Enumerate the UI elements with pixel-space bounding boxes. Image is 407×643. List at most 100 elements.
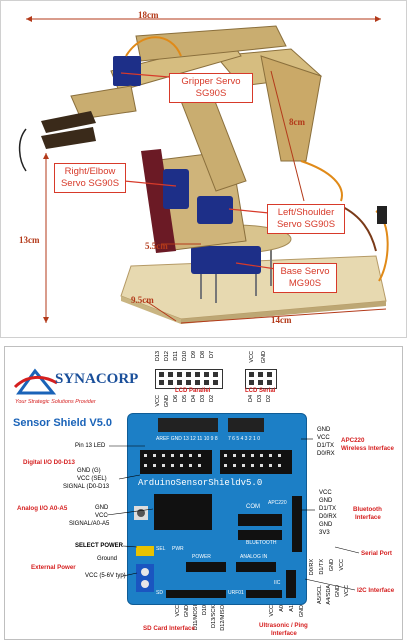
serial-pin-rx: D0/RX xyxy=(309,559,315,576)
bt-pin-tx: D1/TX xyxy=(319,506,337,512)
dim-gap: 5.5cm xyxy=(145,241,168,251)
dim-arm: 8cm xyxy=(289,117,305,127)
board-text-right-top: 7 6 5 4 3 2 1 0 xyxy=(228,436,260,442)
us-pin-vcc: VCC xyxy=(269,605,275,617)
pin-label-d2: D2 xyxy=(209,395,215,403)
apc220-title: APC220 xyxy=(341,437,365,444)
bt-pin-rx: D0/RX xyxy=(319,514,337,520)
label-digital-io: Digital I/O D0-D13 xyxy=(23,459,75,466)
lcd-serial-header xyxy=(245,369,277,389)
bt-pin-3v3: 3V3 xyxy=(319,530,330,536)
logo-mark-icon xyxy=(13,368,58,395)
bt-pin-gnd2: GND xyxy=(319,522,333,528)
callout-gripper-line2: SG90S xyxy=(195,88,227,99)
sensor-shield-diagram: SYNACORP Your Strategic Solutions Provid… xyxy=(4,346,403,640)
board-text-bluetooth: BLUETOOTH xyxy=(246,540,277,546)
pin-label-d12: D12 xyxy=(164,351,170,362)
callout-base-line1: Base Servo xyxy=(280,266,330,277)
label-ground: Ground xyxy=(97,556,118,562)
serial-pin-vcc: VCC xyxy=(339,559,345,571)
sd-card-interface-label: SD Card Interface xyxy=(143,625,195,632)
i2c-pin-scl: A5/SCL xyxy=(317,585,323,604)
i2c-pin-vcc: VCC xyxy=(344,585,350,597)
serial-label-vcc: VCC xyxy=(249,351,255,363)
pin-label-vcc: VCC xyxy=(155,395,161,407)
label-analog-gnd: GND xyxy=(95,505,109,511)
sensor-shield-board: AREF GND 13 12 11 10 9 8 7 6 5 4 3 2 1 0… xyxy=(127,413,307,605)
pin-label-gnd: GND xyxy=(164,395,170,408)
synacorp-logo: SYNACORP Your Strategic Solutions Provid… xyxy=(13,367,138,409)
serial-port-label: Serial Port xyxy=(361,550,392,557)
sd-pin-miso: D12/MISO xyxy=(220,605,226,631)
callout-gripper-line1: Gripper Servo xyxy=(181,76,241,87)
us-pin-gnd: GND xyxy=(299,605,305,618)
pin-label-d3: D3 xyxy=(200,395,206,403)
lcd-parallel-label: LCD Parallel xyxy=(175,388,211,394)
pin-label-d6: D6 xyxy=(173,395,179,403)
pin-label-d4: D4 xyxy=(191,395,197,403)
bt-pin-gnd: GND xyxy=(319,498,333,504)
lcd-serial-label: LCD Serial xyxy=(245,388,276,394)
label-digital-signal: SIGNAL (D0-D13 xyxy=(63,484,110,490)
logo-tagline: Your Strategic Solutions Provider xyxy=(15,399,96,405)
bluetooth-title: Bluetooth xyxy=(353,506,382,513)
dim-height-left: 13cm xyxy=(19,235,40,245)
serial-label-d4: D4 xyxy=(248,395,254,403)
sd-pin-d10: D10 xyxy=(202,605,208,616)
apc-pin-gnd: GND xyxy=(317,427,331,433)
sd-pin-vcc: VCC xyxy=(175,605,181,617)
callout-right-elbow-line1: Right/Elbow xyxy=(64,166,116,177)
serial-label-d3: D3 xyxy=(257,395,263,403)
apc-pin-vcc: VCC xyxy=(317,435,330,441)
pin-label-d7: D7 xyxy=(209,351,215,359)
pin-label-d10: D10 xyxy=(182,351,188,362)
label-external-power: External Power xyxy=(31,564,76,571)
label-analog-io: Analog I/O A0-A5 xyxy=(17,505,68,512)
logo-name: SYNACORP xyxy=(55,371,139,387)
callout-base-line2: MG90S xyxy=(288,278,322,289)
board-text-power: POWER xyxy=(192,554,211,560)
label-digital-gnd: GND (G) xyxy=(77,468,101,474)
sd-pin-gnd: GND xyxy=(184,605,190,618)
callout-left-shoulder-line1: Left/Shoulder xyxy=(277,207,335,218)
board-text-left-top: AREF GND 13 12 11 10 9 8 xyxy=(156,436,218,442)
board-text-sd: SD xyxy=(156,590,163,596)
sd-pin-sck: D13/SCK xyxy=(211,605,217,628)
robot-arm-photo-panel: 18cm 13cm 8cm 9.5cm 14cm 5.5cm Gripper S… xyxy=(0,0,407,338)
shield-title: Sensor Shield V5.0 xyxy=(13,417,113,429)
board-text-apc: APC220 xyxy=(268,500,287,506)
i2c-label: I2C Interface xyxy=(357,587,395,594)
board-text-analog: ANALOG IN xyxy=(240,554,268,560)
serial-label-gnd: GND xyxy=(261,351,267,364)
board-name-text: ArduinoSensorShieldv5.0 xyxy=(138,478,263,488)
label-vcc-typ: VCC (5-6V typ) xyxy=(85,573,126,579)
dim-width-top: 18cm xyxy=(138,10,159,20)
callout-right-elbow-servo: Right/Elbow Servo SG90S xyxy=(54,163,126,193)
robot-arm-illustration xyxy=(18,16,389,324)
pin-label-d9: D9 xyxy=(191,351,197,359)
label-digital-vcc: VCC (SEL) xyxy=(77,476,107,482)
pin-label-d13: D13 xyxy=(155,351,161,362)
label-pin13-led: Pin 13 LED xyxy=(75,443,106,449)
i2c-pin-sda: A4/SDA xyxy=(326,585,332,605)
bt-pin-vcc: VCC xyxy=(319,490,332,496)
board-components xyxy=(134,418,302,598)
apc220-subtitle: Wireless Interface xyxy=(341,445,394,452)
pin-label-d11: D11 xyxy=(173,351,179,361)
us-pin-a1: A1 xyxy=(289,605,295,612)
ultrasonic-label-line1: Ultrasonic / Ping xyxy=(259,622,308,629)
board-text-pwr: PWR xyxy=(172,546,184,552)
dim-base-width: 14cm xyxy=(271,315,292,325)
pin-label-d5: D5 xyxy=(182,395,188,403)
board-text-com: COM xyxy=(246,504,260,510)
pin-label-d8: D8 xyxy=(200,351,206,359)
us-pin-a0: A0 xyxy=(279,605,285,612)
callout-right-elbow-line2: Servo SG90S xyxy=(60,178,120,189)
callout-left-shoulder-line2: Servo SG90S xyxy=(276,219,336,230)
label-analog-vcc: VCC xyxy=(95,513,108,519)
callout-left-shoulder-servo: Left/Shoulder Servo SG90S xyxy=(267,204,345,234)
bluetooth-subtitle: Interface xyxy=(355,514,381,521)
serial-pin-gnd: GND xyxy=(329,559,335,572)
serial-pin-tx: D1/TX xyxy=(319,559,325,575)
board-text-sel: SEL xyxy=(156,546,166,552)
